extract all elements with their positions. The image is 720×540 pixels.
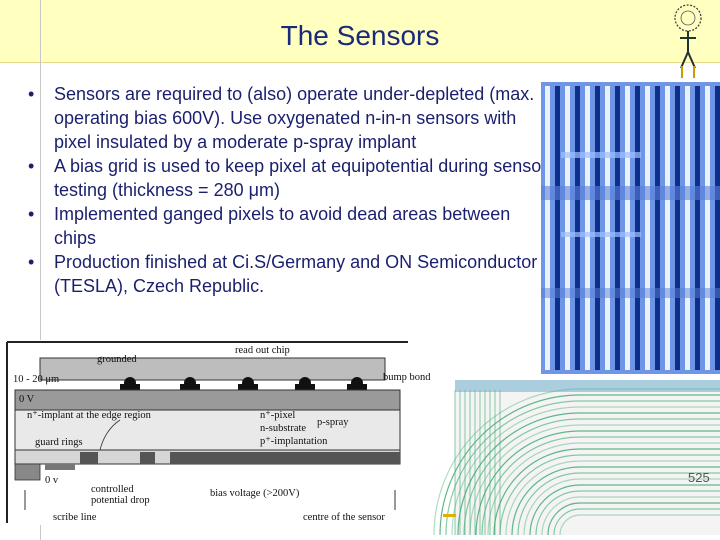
bullet-dot: •	[28, 84, 35, 104]
pixel-layout-image	[541, 82, 720, 374]
bullet-item: • Implemented ganged pixels to avoid dead…	[28, 202, 548, 250]
bullet-text: Implemented ganged pixels to avoid dead …	[54, 204, 511, 248]
label-p-implant: p⁺-implantation	[260, 436, 328, 447]
label-guard-rings: guard rings	[35, 437, 83, 448]
label-grounded: grounded	[97, 354, 137, 365]
logo-figure-icon	[674, 4, 702, 78]
label-read-out-chip: read out chip	[235, 345, 290, 356]
margin-line	[40, 0, 41, 540]
bullet-item: • Production finished at Ci.S/Germany and…	[28, 250, 548, 298]
label-bump-bond: bump bond	[383, 372, 431, 383]
label-n-pixel: n⁺-pixel	[260, 410, 295, 421]
label-bias-voltage: bias voltage (>200V)	[210, 488, 300, 499]
bullet-dot: •	[28, 156, 35, 176]
bullet-list: • Sensors are required to (also) operate …	[28, 82, 548, 298]
label-n-substrate: n-substrate	[260, 423, 306, 434]
bullet-dot: •	[28, 252, 35, 272]
label-potential-drop: potential drop	[91, 495, 150, 506]
label-centre: centre of the sensor	[303, 512, 385, 523]
accent-dash	[443, 514, 456, 517]
bullet-item: • Sensors are required to (also) operate …	[28, 82, 548, 154]
label-gap: 10 - 20 μm	[13, 374, 59, 385]
label-scribe-line: scribe line	[53, 512, 97, 523]
bullet-dot: •	[28, 204, 35, 224]
label-controlled: controlled	[91, 484, 134, 495]
label-zero-v-top: 0 V	[19, 394, 35, 405]
page-number: 525	[688, 470, 710, 485]
sensor-corner-image	[433, 380, 720, 536]
bullet-item: • A bias grid is used to keep pixel at eq…	[28, 154, 548, 202]
label-p-spray: p-spray	[317, 417, 349, 428]
bullet-text: Production finished at Ci.S/Germany and …	[54, 252, 538, 296]
title-rule	[0, 62, 720, 63]
slide-title: The Sensors	[280, 20, 440, 51]
label-zero-v-bottom: 0 v	[45, 475, 59, 486]
bullet-text: Sensors are required to (also) operate u…	[54, 84, 535, 152]
bullet-text: A bias grid is used to keep pixel at equ…	[54, 156, 548, 200]
sensor-cross-section-diagram: grounded read out chip 10 - 20 μm 0 V bu…	[5, 340, 431, 525]
title-band	[0, 0, 720, 62]
label-n-implant: n⁺-implant at the edge region	[27, 410, 152, 421]
